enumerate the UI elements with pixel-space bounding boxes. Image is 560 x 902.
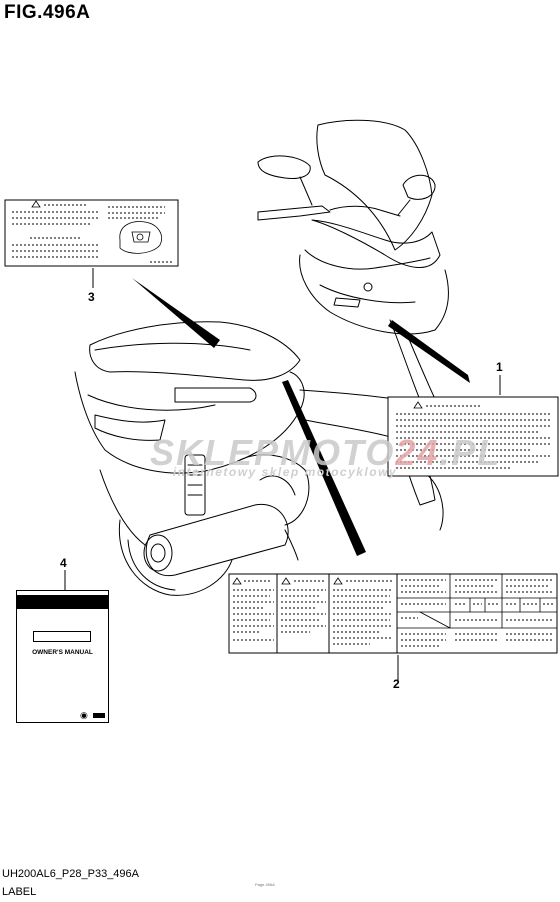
label-2-sticker (228, 573, 558, 654)
front-cowl (311, 219, 441, 269)
watermark-subtitle: internetowy sklep motocyklowy (172, 465, 398, 479)
figure-title: FIG.496A (4, 2, 91, 23)
rear-shock (184, 454, 206, 516)
label-1-sticker (387, 396, 559, 477)
watermark-part1: SKLEPMOTO (150, 432, 396, 473)
grab-rail (174, 387, 257, 403)
owners-manual-book: OWNER'S MANUAL ◉ (16, 590, 109, 723)
callout-4: 4 (60, 556, 67, 570)
rear-wheel (118, 519, 233, 596)
right-mirror (402, 174, 436, 200)
callout-1: 1 (496, 360, 503, 374)
muffler (145, 503, 289, 577)
headlight (319, 284, 416, 304)
page-footer-note: Page 496A (255, 882, 275, 887)
leader-2-wedge (282, 380, 366, 556)
left-mirror (257, 155, 311, 179)
callout-2: 2 (393, 677, 400, 691)
label-3-sticker (4, 199, 179, 267)
watermark-logo: SKLEPMOTO24.PL (150, 432, 499, 474)
windscreen (316, 119, 433, 251)
manual-title-box (33, 631, 91, 642)
tail-light (94, 414, 166, 441)
suzuki-s-logo-icon: ◉ (80, 710, 88, 720)
callout-3: 3 (88, 290, 95, 304)
front-wheel (419, 469, 444, 531)
rear-body (74, 371, 305, 474)
helmet-icon (119, 221, 162, 254)
manual-top-band (17, 595, 108, 609)
handlebar (257, 205, 331, 221)
figure-caption: LABEL (2, 886, 37, 898)
figure-code: UH200AL6_P28_P33_496A (2, 868, 140, 880)
watermark-part3: .PL (439, 432, 502, 473)
manual-title: OWNER'S MANUAL (32, 649, 93, 656)
engine-unit (239, 454, 310, 526)
manual-mark (93, 713, 105, 718)
muffler-tip (143, 534, 173, 572)
watermark-part2: 24 (395, 432, 440, 473)
leader-1-wedge (388, 320, 470, 383)
leader-3-wedge (132, 278, 220, 348)
